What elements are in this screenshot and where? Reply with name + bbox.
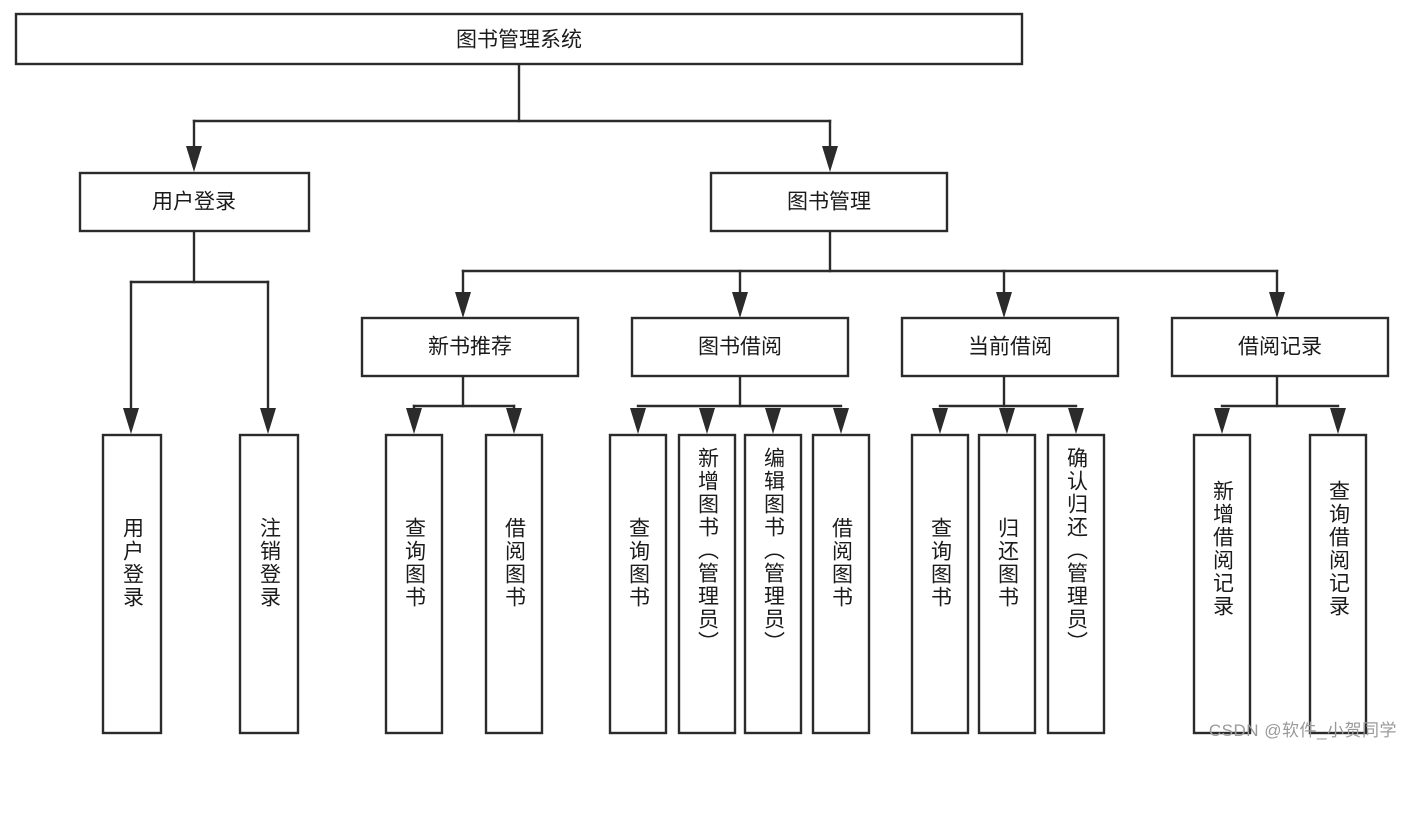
arrowhead-leaf10 bbox=[999, 408, 1015, 434]
node-leaf7-box[interactable] bbox=[743, 433, 803, 735]
arrowhead-newbook bbox=[455, 292, 471, 318]
csdn-watermark: CSDN @软件_小贺同学 bbox=[1208, 721, 1397, 740]
node-records-box[interactable] bbox=[1170, 316, 1390, 378]
node-leaf1-box[interactable] bbox=[101, 433, 163, 735]
arrowhead-records bbox=[1269, 292, 1285, 318]
arrowhead-leaf5 bbox=[630, 408, 646, 434]
node-login-label: 用户登录 bbox=[152, 191, 236, 214]
arrowhead-leaf7 bbox=[765, 408, 781, 434]
node-login-box[interactable] bbox=[78, 171, 311, 233]
node-borrow-label: 图书借阅 bbox=[698, 336, 782, 359]
node-root[interactable]: 图书管理系统 bbox=[14, 12, 1024, 66]
connector-group-root-to-level2 bbox=[186, 62, 838, 172]
node-leaf4-box[interactable] bbox=[484, 433, 544, 735]
node-records-label: 借阅记录 bbox=[1238, 336, 1322, 359]
arrowhead-bookmgmt bbox=[822, 146, 838, 172]
node-bookmgmt-label: 图书管理 bbox=[787, 191, 871, 214]
arrowhead-current bbox=[996, 292, 1012, 318]
arrowhead-login bbox=[186, 146, 202, 172]
node-leaf3-box[interactable] bbox=[384, 433, 444, 735]
node-bookmgmt[interactable]: 图书管理 bbox=[709, 171, 949, 233]
node-bookmgmt-box[interactable] bbox=[709, 171, 949, 233]
arrowhead-leaf12 bbox=[1214, 408, 1230, 434]
leaf-boxes bbox=[101, 433, 1368, 735]
node-leaf13-box[interactable] bbox=[1308, 433, 1368, 735]
arrowhead-leaf13 bbox=[1330, 408, 1346, 434]
node-leaf6-box[interactable] bbox=[677, 433, 737, 735]
node-leaf9-box[interactable] bbox=[910, 433, 970, 735]
node-leaf10-box[interactable] bbox=[977, 433, 1037, 735]
connector-group-borrow-to-leaves bbox=[630, 374, 849, 434]
node-current[interactable]: 当前借阅 bbox=[900, 316, 1120, 378]
arrowhead-borrow bbox=[732, 292, 748, 318]
arrowhead-leaf8 bbox=[833, 408, 849, 434]
node-leaf8-box[interactable] bbox=[811, 433, 871, 735]
arrowhead-leaf6 bbox=[699, 408, 715, 434]
node-login[interactable]: 用户登录 bbox=[78, 171, 311, 233]
node-newbook[interactable]: 新书推荐 bbox=[360, 316, 580, 378]
node-borrow-box[interactable] bbox=[630, 316, 850, 378]
diagram-canvas: 图书管理系统 用户登录 图书管理 新书推荐 图书借阅 当前借阅 借阅记录 bbox=[14, 12, 1390, 735]
arrowhead-leaf11 bbox=[1068, 408, 1084, 434]
node-root-box[interactable] bbox=[14, 12, 1024, 66]
node-current-box[interactable] bbox=[900, 316, 1120, 378]
connector-group-records-to-leaves bbox=[1214, 374, 1346, 434]
node-borrow[interactable]: 图书借阅 bbox=[630, 316, 850, 378]
connector-group-bookmgmt-to-level3 bbox=[455, 229, 1285, 318]
node-leaf11-box[interactable] bbox=[1046, 433, 1106, 735]
arrowhead-leaf9 bbox=[932, 408, 948, 434]
node-leaf2-box[interactable] bbox=[238, 433, 300, 735]
arrowhead-leaf4 bbox=[506, 408, 522, 434]
node-records[interactable]: 借阅记录 bbox=[1170, 316, 1390, 378]
arrowhead-leaf2 bbox=[260, 408, 276, 434]
connector-group-current-to-leaves bbox=[932, 374, 1084, 434]
node-leaf12-box[interactable] bbox=[1192, 433, 1252, 735]
arrowhead-leaf3 bbox=[406, 408, 422, 434]
node-newbook-box[interactable] bbox=[360, 316, 580, 378]
connector-group-login-to-leaves bbox=[123, 229, 276, 434]
node-root-label: 图书管理系统 bbox=[456, 29, 582, 52]
connector-group-newbook-to-leaves bbox=[406, 374, 522, 434]
node-leaf5-box[interactable] bbox=[608, 433, 668, 735]
node-current-label: 当前借阅 bbox=[968, 336, 1052, 359]
arrowhead-leaf1 bbox=[123, 408, 139, 434]
node-newbook-label: 新书推荐 bbox=[428, 336, 512, 359]
diagram-root: 图书管理系统 用户登录 图书管理 新书推荐 图书借阅 当前借阅 借阅记录 bbox=[14, 12, 1397, 740]
